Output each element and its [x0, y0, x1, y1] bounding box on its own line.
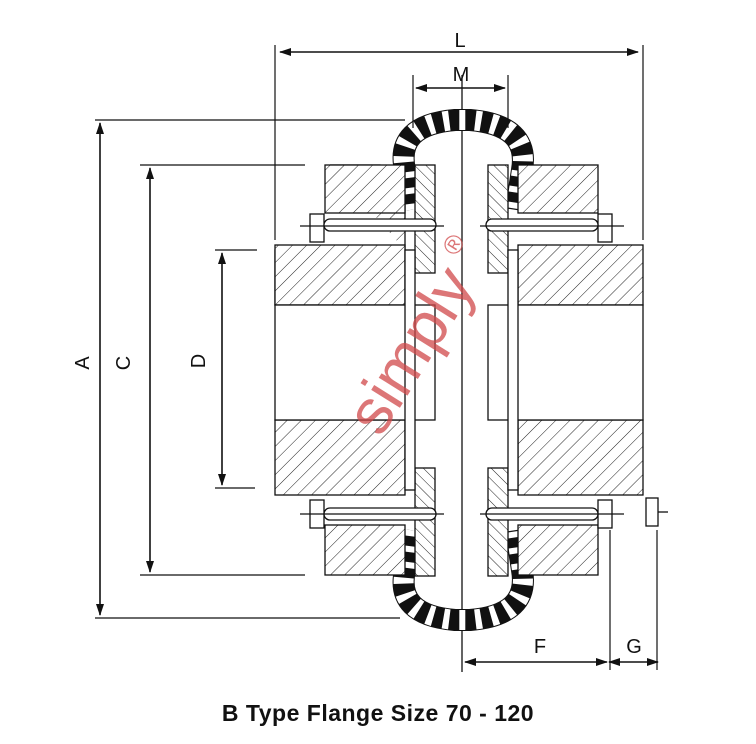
dim-C-label: C	[113, 356, 135, 370]
dim-F-label: F	[534, 636, 546, 658]
dimension-lines	[96, 48, 659, 666]
right-hub	[487, 164, 644, 577]
dim-D-label: D	[188, 354, 210, 368]
dim-A-label: A	[72, 356, 94, 370]
dim-G-label: G	[626, 636, 642, 658]
left-hub	[274, 164, 436, 577]
watermark-registered-mark: ®	[436, 228, 472, 260]
figure-caption: B Type Flange Size 70 - 120	[221, 700, 535, 726]
dim-L-label: L	[454, 30, 465, 52]
bolts	[300, 213, 668, 529]
rubber-tire	[392, 109, 534, 631]
dim-M-label: M	[453, 64, 470, 86]
extension-lines	[95, 45, 658, 670]
clamp-plates	[404, 249, 519, 491]
